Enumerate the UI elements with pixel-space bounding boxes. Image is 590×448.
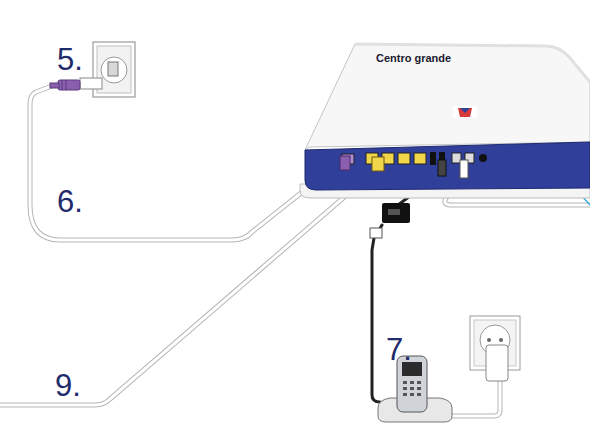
callout-number: 6. — [57, 186, 83, 217]
product-name: Centro grande — [376, 53, 451, 64]
callout-number: 5. — [57, 44, 83, 75]
router — [300, 44, 590, 198]
purple-plug — [50, 80, 80, 90]
power-socket — [470, 316, 520, 381]
phone-cable — [372, 225, 382, 402]
cable — [0, 168, 378, 405]
callout-number: 7. — [386, 334, 412, 365]
cable — [30, 86, 340, 240]
phone — [378, 356, 452, 422]
phone-adapter — [370, 203, 410, 238]
cable — [30, 86, 340, 240]
wall-socket — [80, 42, 135, 97]
cable — [450, 380, 500, 416]
cable — [450, 380, 500, 416]
cable — [0, 168, 378, 405]
callout-number: 9. — [55, 370, 81, 401]
